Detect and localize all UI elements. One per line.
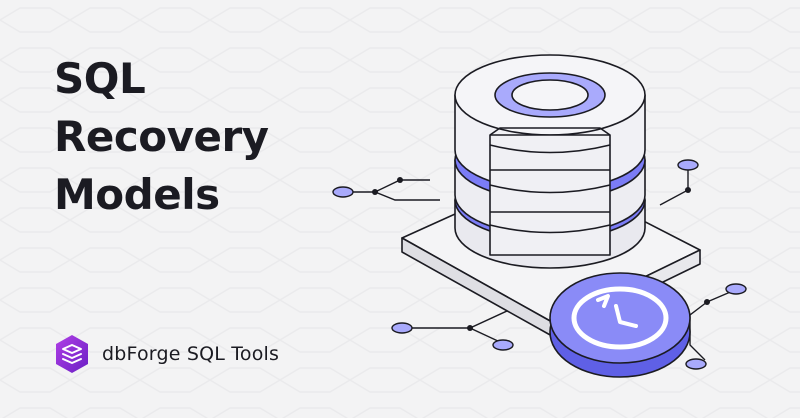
brand-name: dbForge SQL Tools [102,343,280,365]
brand: dbForge SQL Tools [54,334,279,374]
circuit-pads [332,159,747,370]
dbforge-logo-icon [56,335,88,373]
title-line-2: Recovery [54,112,269,161]
history-restore-clock-icon [549,272,691,378]
database-recovery-illustration [332,54,747,378]
database-stack-icon [454,54,646,269]
page-title: SQL Recovery Models [54,50,269,224]
circuit-nodes [372,177,710,331]
title-line-1: SQL [54,54,146,103]
title-line-3: Models [54,170,220,219]
